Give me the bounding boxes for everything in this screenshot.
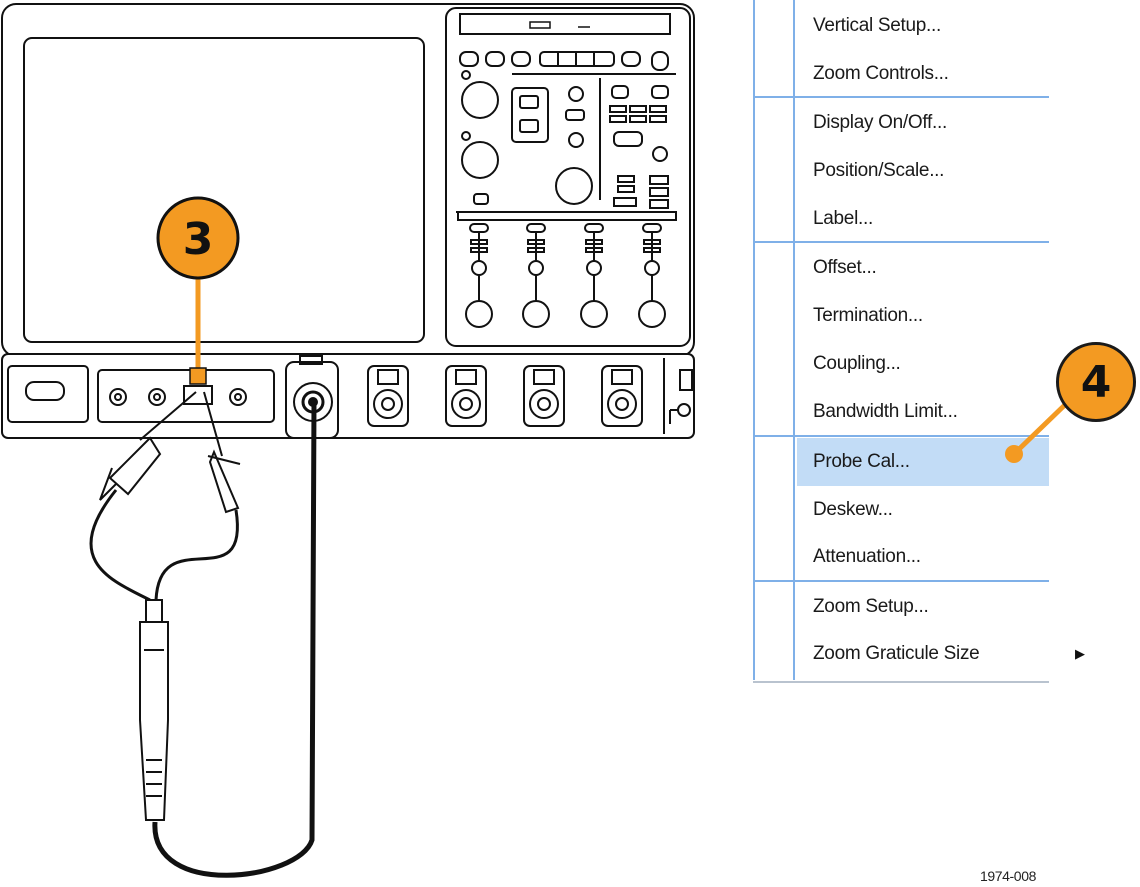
menu-item-probe-cal[interactable]: Probe Cal... (797, 438, 1049, 486)
menu-bottom-border (753, 681, 1049, 683)
knob-icon (638, 300, 666, 328)
menu-item-label: Deskew... (813, 499, 893, 520)
menu-item-attenuation[interactable]: Attenuation... (797, 533, 1049, 581)
menu-separator (797, 580, 1049, 582)
channel-4-input-icon (523, 365, 565, 427)
menu-item-display-on-off[interactable]: Display On/Off... (797, 99, 1049, 147)
menu-rail-separator (753, 435, 797, 437)
menu-item-label: Attenuation... (813, 546, 921, 567)
menu-item-label: Zoom Controls... (813, 63, 949, 84)
power-button (25, 381, 65, 401)
knob-icon (522, 300, 550, 328)
channel-5-input-icon (601, 365, 643, 427)
menu-separator (797, 241, 1049, 243)
knob-icon (465, 300, 493, 328)
menu-item-label: Probe Cal... (813, 451, 910, 472)
menu-item-bandwidth-limit[interactable]: Bandwidth Limit... (797, 388, 1049, 436)
menu-item-label: Vertical Setup... (813, 15, 941, 36)
menu-item-label: Zoom Graticule Size (813, 643, 980, 664)
menu-item-deskew[interactable]: Deskew... (797, 486, 1049, 534)
menu-item-label: Label... (813, 208, 873, 229)
knob-icon (580, 300, 608, 328)
menu-item-label: Zoom Setup... (813, 596, 929, 617)
menu-item-coupling[interactable]: Coupling... (797, 340, 1049, 388)
probe-clip-right (207, 449, 241, 514)
callout-4: 4 (1056, 342, 1136, 422)
menu-item-label: Offset... (813, 257, 877, 278)
probe-clip-left (99, 436, 162, 501)
menu-rail (753, 0, 795, 680)
oscilloscope-illustration: 3 (1, 3, 695, 878)
menu-item-termination[interactable]: Termination... (797, 292, 1049, 340)
callout-3-label: 3 (183, 214, 214, 265)
control-panel (445, 7, 691, 347)
menu-rail-separator (753, 580, 797, 582)
menu-rail-separator (753, 241, 797, 243)
knob-icon (555, 167, 593, 205)
callout-3 (156, 196, 240, 280)
menu-item-zoom-setup[interactable]: Zoom Setup... (797, 583, 1049, 631)
menu-separator (797, 435, 1049, 437)
menu-item-label: Position/Scale... (813, 160, 945, 181)
menu-item-label: Bandwidth Limit... (813, 401, 958, 422)
submenu-arrow-icon: ▶ (1075, 646, 1085, 661)
knob-icon (461, 81, 499, 119)
menu-item-label: Coupling... (813, 353, 901, 374)
menu-item-zoom-controls[interactable]: Zoom Controls... (797, 50, 1049, 98)
figure-id: 1974-008 (980, 868, 1036, 884)
scope-screen (23, 37, 425, 343)
knob-icon (461, 141, 499, 179)
menu-item-vertical-setup[interactable]: Vertical Setup... (797, 2, 1049, 50)
callout-4-pointer (1005, 398, 1072, 463)
callout-4-label: 4 (1080, 356, 1112, 408)
menu-item-zoom-graticule-size[interactable]: Zoom Graticule Size ▶ (797, 630, 1085, 678)
channel-2-input-icon (367, 365, 409, 427)
probe-body (145, 599, 163, 623)
probe-cable (152, 401, 317, 878)
menu-item-label: Termination... (813, 305, 923, 326)
menu-item-offset[interactable]: Offset... (797, 244, 1049, 292)
probe-compensation-terminal (183, 385, 213, 405)
menu-item-label[interactable]: Label... (797, 195, 1049, 243)
vertical-menu: Vertical Setup... Zoom Controls... Displ… (753, 0, 1085, 684)
front-connector-strip (1, 353, 695, 439)
channel-3-input-icon (445, 365, 487, 427)
menu-separator (797, 96, 1049, 98)
menu-item-position-scale[interactable]: Position/Scale... (797, 147, 1049, 195)
menu-rail-separator (753, 96, 797, 98)
menu-item-label: Display On/Off... (813, 112, 947, 133)
